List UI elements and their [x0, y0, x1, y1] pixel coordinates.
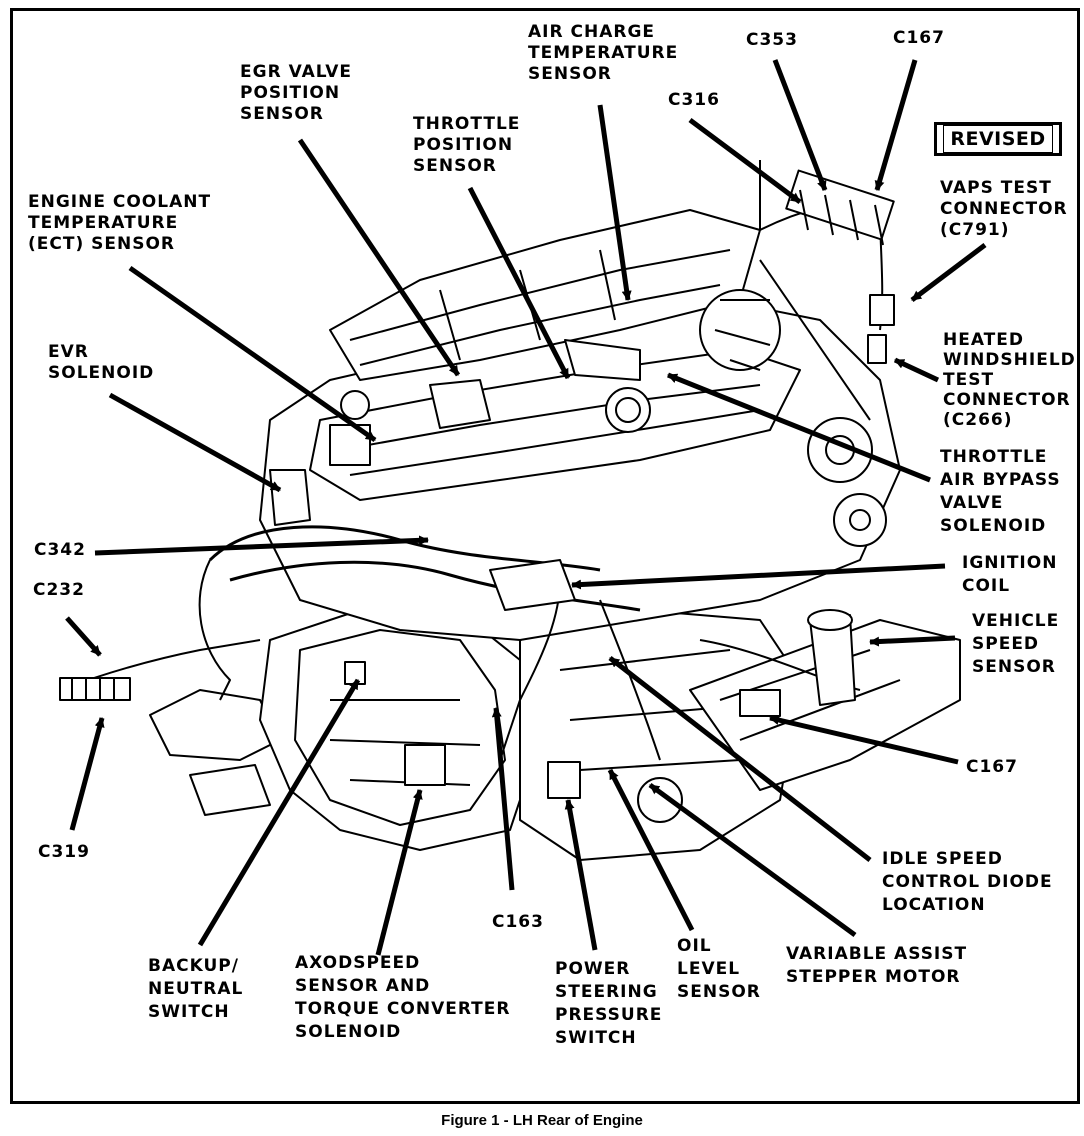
- label-c319: C319: [38, 842, 90, 862]
- arrow-ignition: [571, 563, 946, 590]
- arrow-c167-bottom: [769, 715, 959, 765]
- arrow-vaps: [910, 243, 987, 302]
- leader-arrows: [65, 59, 987, 956]
- figure-frame: [10, 8, 1080, 1104]
- arrow-vas: [648, 782, 857, 938]
- arrow-throttle-position: [467, 186, 571, 380]
- arrow-c316: [688, 117, 802, 205]
- arrow-c319: [69, 717, 105, 831]
- label-c167-top: C167: [893, 28, 945, 48]
- arrow-c167-top: [874, 59, 918, 191]
- label-c353: C353: [746, 30, 798, 50]
- label-c316: C316: [668, 90, 720, 110]
- arrow-tab: [667, 372, 931, 483]
- arrow-isc-diode: [608, 656, 872, 862]
- arrow-pss: [564, 799, 598, 951]
- arrow-evr: [108, 392, 282, 493]
- revised-badge: REVISED: [934, 122, 1062, 156]
- label-c163: C163: [492, 912, 544, 932]
- arrow-c353: [772, 59, 828, 191]
- figure-caption: Figure 1 - LH Rear of Engine: [441, 1112, 643, 1129]
- arrow-c342: [94, 535, 429, 556]
- label-c232: C232: [33, 580, 85, 600]
- arrow-ect: [128, 265, 377, 443]
- arrow-c163: [491, 707, 515, 891]
- arrow-vss: [869, 635, 956, 647]
- arrow-oil: [607, 768, 695, 932]
- label-c167-bottom: C167: [966, 757, 1018, 777]
- arrow-backup: [197, 678, 361, 947]
- arrow-air-charge: [597, 104, 632, 301]
- arrow-c232: [65, 616, 102, 657]
- arrow-egr: [297, 138, 461, 377]
- label-c342: C342: [34, 540, 86, 560]
- engine-drawing: [59, 160, 961, 861]
- arrow-axod: [375, 789, 423, 956]
- arrow-heated-ws: [893, 357, 940, 383]
